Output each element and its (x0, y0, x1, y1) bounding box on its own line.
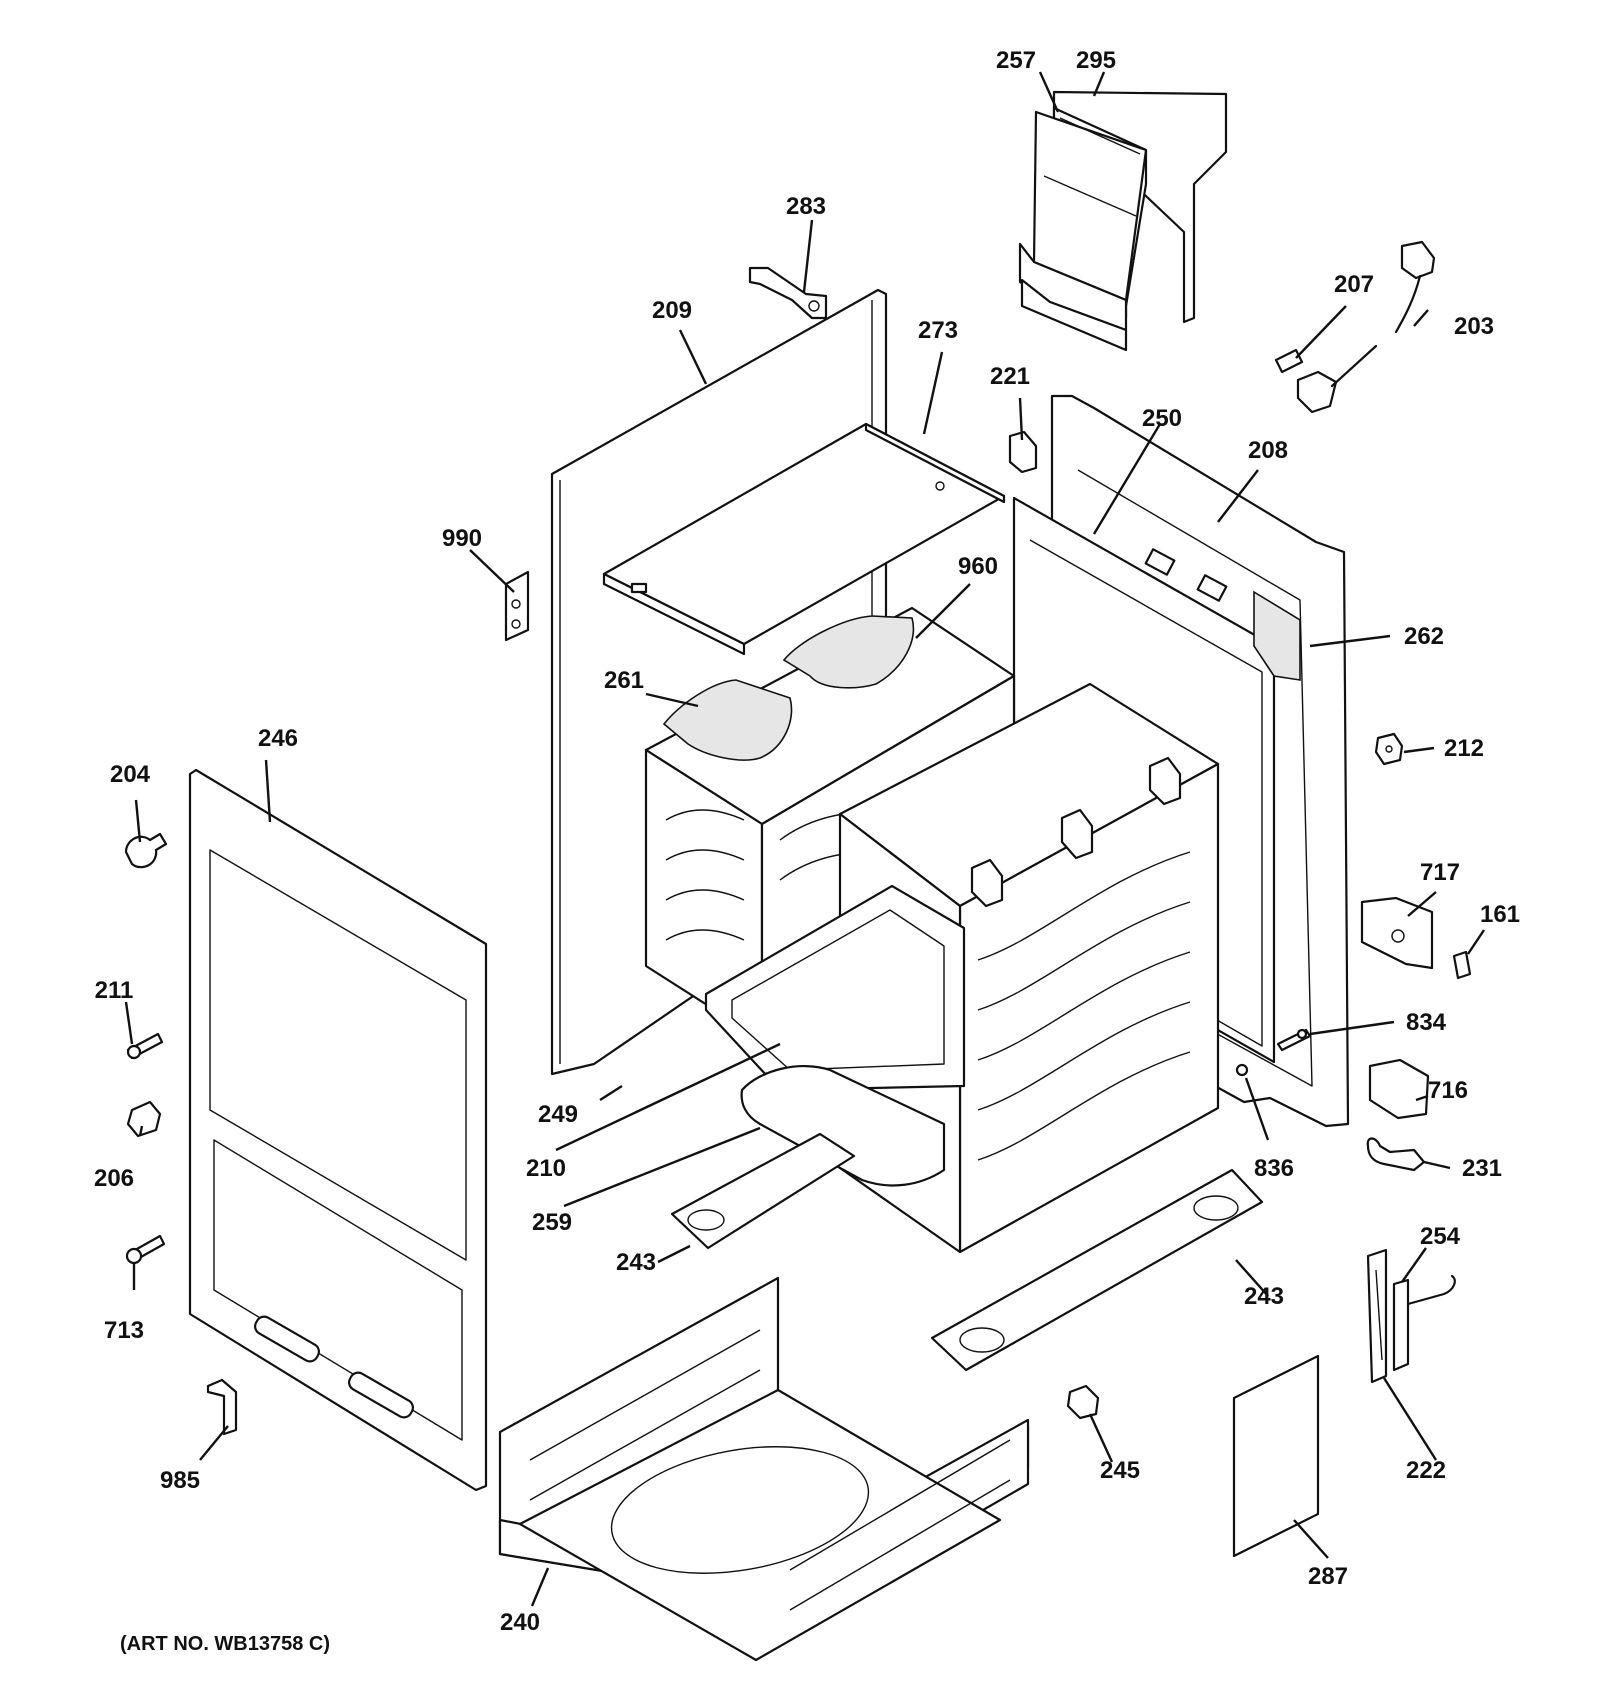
callout-250: 250 (1142, 405, 1182, 432)
leader-lines (124, 71, 1485, 1607)
callout-222: 222 (1406, 1457, 1446, 1484)
callout-207: 207 (1334, 271, 1374, 298)
callout-834: 834 (1406, 1009, 1447, 1036)
callout-209: 209 (652, 297, 692, 324)
part-203-harness (1394, 240, 1436, 334)
callout-717: 717 (1420, 859, 1460, 886)
part-207-connector (1274, 344, 1378, 414)
callout-240: 240 (500, 1609, 540, 1636)
callout-283: 283 (786, 193, 826, 220)
callout-261: 261 (604, 667, 644, 694)
callout-990: 990 (442, 525, 482, 552)
callout-203: 203 (1454, 313, 1494, 340)
part-246-front-frame (188, 768, 488, 1492)
part-211-screw (126, 1032, 164, 1060)
callout-245: 245 (1100, 1457, 1140, 1484)
callout-716: 716 (1428, 1077, 1468, 1104)
part-245-leveling-leg (1066, 1384, 1100, 1420)
callout-212: 212 (1444, 735, 1484, 762)
part-243-right-tray (930, 1168, 1264, 1372)
part-713-screw (125, 1234, 166, 1265)
callout-295: 295 (1076, 47, 1116, 74)
part-221-clip (1008, 430, 1038, 474)
part-990-bracket (504, 570, 530, 642)
callout-273: 273 (918, 317, 958, 344)
callout-262: 262 (1404, 623, 1444, 650)
part-287-panel (1232, 1354, 1320, 1558)
callout-210: 210 (526, 1155, 566, 1182)
part-716-bracket (1368, 1058, 1430, 1120)
part-259-broiler-pan (740, 1065, 946, 1187)
part-222-hinge (1366, 1248, 1410, 1384)
callout-259: 259 (532, 1209, 572, 1236)
part-204-screw (124, 832, 168, 869)
callout-287: 287 (1308, 1563, 1348, 1590)
callout-243-right: 243 (1244, 1283, 1284, 1310)
callout-221: 221 (990, 363, 1030, 390)
part-261-insulation (662, 679, 793, 761)
part-161-clip (1452, 950, 1472, 980)
callout-960: 960 (958, 553, 998, 580)
callout-836: 836 (1254, 1155, 1294, 1182)
part-960-insulation (782, 615, 915, 689)
callout-204: 204 (110, 761, 151, 788)
part-206-nut (126, 1100, 162, 1138)
part-240-base (498, 1276, 1030, 1662)
part-254-hinge-arm (1406, 1274, 1456, 1306)
callout-243-left: 243 (616, 1249, 656, 1276)
callout-254: 254 (1420, 1223, 1461, 1250)
callout-257: 257 (996, 47, 1036, 74)
callout-labels: 257 295 283 209 273 221 250 208 207 203 … (94, 47, 1520, 1655)
part-243-left-tray (670, 1132, 856, 1250)
part-717-bracket (1360, 896, 1434, 970)
callout-713: 713 (104, 1317, 144, 1344)
art-number: (ART NO. WB13758 C) (120, 1633, 330, 1655)
part-257-vent-duct (1018, 90, 1228, 352)
callout-211: 211 (95, 977, 134, 1004)
part-836-plug (1235, 1063, 1249, 1077)
part-212-clip (1374, 732, 1404, 766)
part-985-bracket (206, 1378, 238, 1436)
oven-door-opening (704, 884, 966, 1092)
part-834-screw (1276, 1028, 1312, 1052)
callout-249: 249 (538, 1101, 578, 1128)
callout-206: 206 (94, 1165, 134, 1192)
part-283-bracket (748, 266, 828, 320)
callout-161: 161 (1480, 901, 1520, 928)
callout-985: 985 (160, 1467, 200, 1494)
callout-231: 231 (1462, 1155, 1502, 1182)
part-231-handle-clip (1366, 1137, 1426, 1172)
callout-246: 246 (258, 725, 298, 752)
part-273-top-shield (602, 422, 1006, 656)
callout-208: 208 (1248, 437, 1288, 464)
